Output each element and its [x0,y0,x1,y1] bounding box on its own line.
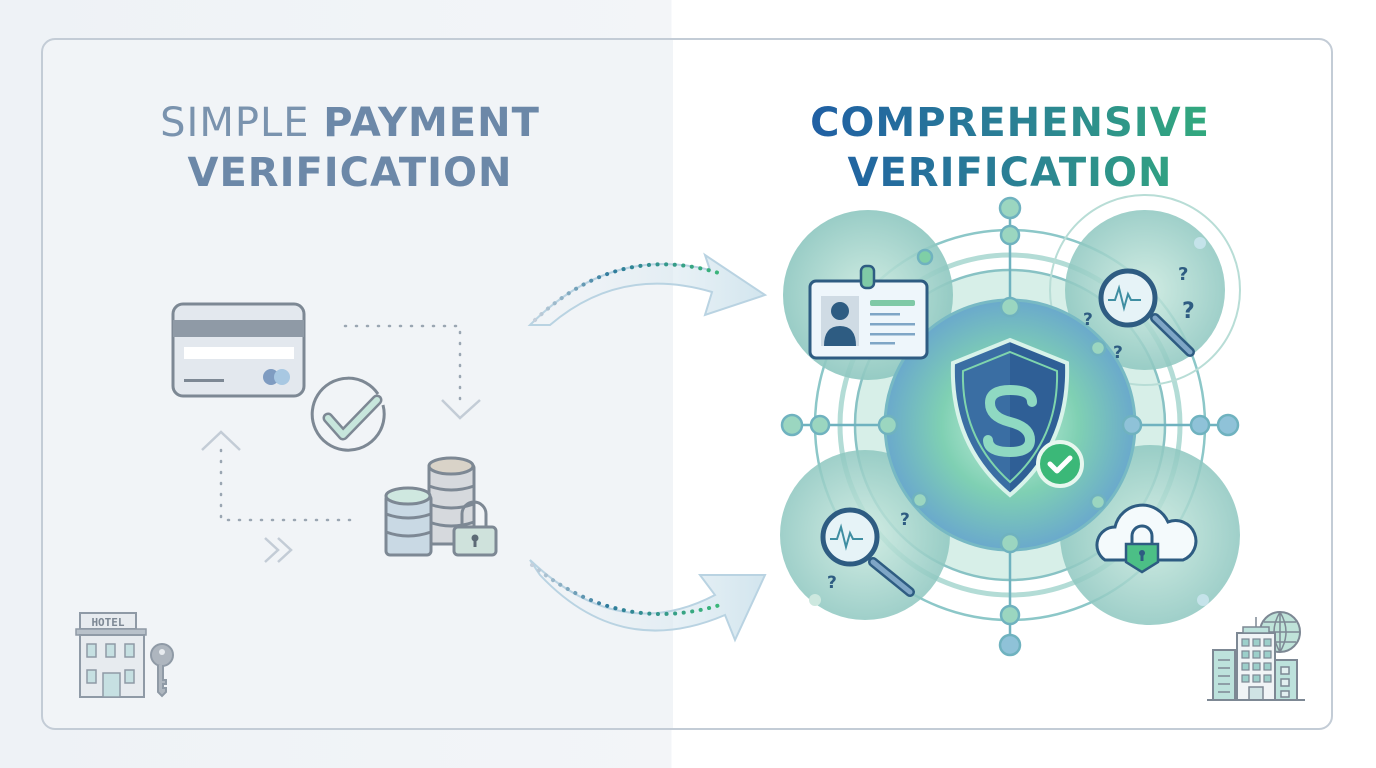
comprehensive-verification-title: COMPREHENSIVE VERIFICATION [780,98,1240,198]
svg-text:?: ? [1178,264,1188,285]
upper-transition-arrow [527,252,768,326]
cloud-lock-icon [1095,503,1198,574]
id-badge-icon [808,264,929,360]
svg-text:HOTEL: HOTEL [91,616,124,629]
svg-text:?: ? [900,510,910,530]
comprehensive-network-diagram: ? ? ? ? ? ? [780,194,1241,657]
database-icon [384,456,476,557]
simple-flow-diagram [171,302,498,563]
simple-payment-title: SIMPLE PAYMENT VERIFICATION [160,100,540,196]
svg-text:?: ? [827,573,837,593]
shield-s-check-icon [950,337,1084,498]
magnifier-pulse-icon: ? ? ? ? [1083,264,1195,363]
svg-text:?: ? [1182,299,1195,324]
svg-text:?: ? [1083,310,1093,330]
padlock-icon [452,500,498,557]
credit-card-icon [171,302,306,398]
lower-transition-arrow [529,559,767,643]
left-panel [43,40,673,728]
svg-text:?: ? [1113,343,1123,363]
office-globe-icon [1207,611,1305,701]
check-circle-icon [310,376,386,452]
hotel-key-icon: HOTEL [75,612,174,698]
comparison-frame [41,38,1333,730]
magnifier-pulse-icon: ? ? [820,507,915,597]
